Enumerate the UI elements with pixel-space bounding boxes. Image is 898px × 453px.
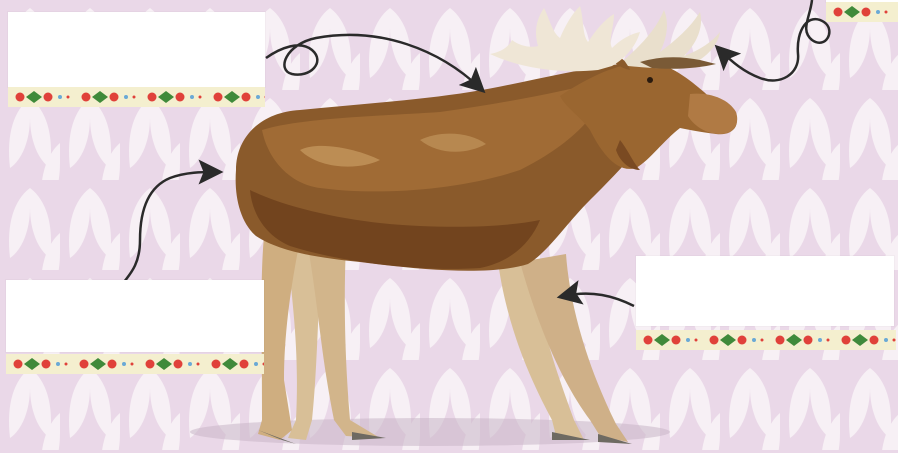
label-box-top-left[interactable] [8, 12, 265, 87]
folk-border-strip [636, 330, 896, 350]
label-box-bottom-left[interactable] [6, 280, 264, 352]
label-box-bottom-right[interactable] [636, 256, 894, 326]
folk-border-strip [6, 354, 264, 374]
folk-border-strip [8, 87, 265, 107]
folk-border-strip [826, 2, 898, 22]
antler-left [490, 6, 640, 71]
moose-eye [647, 77, 653, 83]
